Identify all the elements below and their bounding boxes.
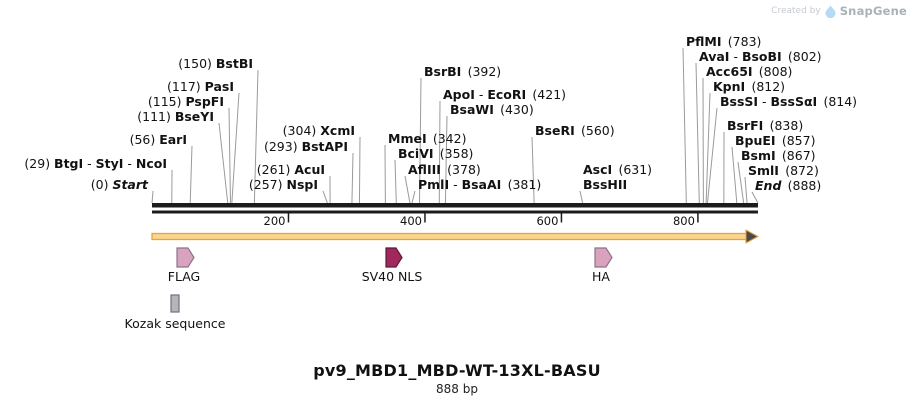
- site-connector-line: [705, 92, 711, 204]
- site-connector-line: [682, 47, 687, 204]
- enzyme-site-label: (261) AcuI: [257, 162, 325, 177]
- enzyme-site-label: BsaWI (430): [450, 102, 534, 117]
- site-connector-line: [322, 190, 328, 204]
- feature-box: [170, 294, 180, 313]
- enzyme-site-label: (0) Start: [91, 177, 149, 192]
- site-connector-line: [394, 159, 397, 204]
- site-connector-line: [706, 107, 718, 204]
- plasmid-title: pv9_MBD1_MBD-WT-13XL-BASU: [313, 361, 601, 380]
- enzyme-site-label: BssSI - BssSαI (814): [720, 94, 857, 109]
- enzyme-site-label: SmlI (872): [748, 163, 819, 178]
- enzyme-site-label: PmlI - BsaAI (381): [418, 177, 541, 192]
- enzyme-site-label: (115) PspFI: [148, 94, 224, 109]
- watermark-created-by-label: Created by: [771, 6, 821, 16]
- enzyme-site-label: AflIII (378): [408, 162, 481, 177]
- watermark: Created by SnapGene: [771, 4, 907, 18]
- enzyme-site-label: AvaI - BsoBI (802): [699, 49, 822, 64]
- site-connector-line: [695, 62, 700, 204]
- enzyme-site-label: BsrFI (838): [727, 118, 803, 133]
- site-connector-line: [531, 136, 535, 204]
- enzyme-site-label: (111) BseYI: [137, 109, 214, 124]
- site-connector-line: [253, 69, 259, 204]
- enzyme-site-label: KpnI (812): [713, 79, 785, 94]
- enzyme-site-label: ApoI - EcoRI (421): [443, 87, 566, 102]
- sequence-map: (0) Start (29) BtgI - StyI - NcoI (56) Ear…: [24, 34, 857, 331]
- site-connector-line: [731, 146, 738, 204]
- enzyme-site-label: (304) XcmI: [283, 123, 355, 138]
- site-connector-line: [228, 107, 231, 204]
- feature-arrow: [176, 247, 195, 268]
- enzyme-site-label: (29) BtgI - StyI - NcoI: [24, 156, 167, 171]
- snapgene-logo-icon: [825, 5, 836, 18]
- site-connector-line: [419, 77, 422, 204]
- enzyme-site-label: BsmI (867): [741, 148, 816, 163]
- construct-arrowhead: [745, 229, 760, 244]
- watermark-brand-label: SnapGene: [839, 4, 907, 18]
- enzyme-site-label: BsrBI (392): [424, 64, 501, 79]
- site-connector-line: [151, 190, 154, 204]
- feature-arrow: [594, 247, 613, 268]
- enzyme-site-label: BssHII: [583, 177, 627, 192]
- site-connector-line: [444, 115, 448, 204]
- sequence-length-label: 888 bp: [436, 382, 478, 396]
- enzyme-site-label: BciVI (358): [398, 146, 473, 161]
- sequence-bar-top: [152, 203, 758, 208]
- site-connector-line: [351, 152, 354, 204]
- ruler-tick-label: 200: [264, 214, 286, 228]
- feature-label: FLAG: [168, 269, 200, 284]
- enzyme-site-label: End (888): [755, 178, 821, 193]
- site-connector-line: [411, 190, 416, 204]
- site-connector-line: [438, 100, 441, 204]
- site-connector-line: [751, 191, 759, 204]
- site-connector-line: [737, 161, 745, 204]
- ruler-tick-label: 800: [673, 214, 695, 228]
- enzyme-site-label: Acc65I (808): [706, 64, 792, 79]
- enzyme-site-label: AscI (631): [583, 162, 652, 177]
- site-connector-line: [189, 145, 193, 204]
- ruler-tick-label: 600: [536, 214, 558, 228]
- feature-label: HA: [592, 269, 610, 284]
- feature-arrow: [385, 247, 403, 268]
- site-connector-line: [218, 122, 229, 204]
- ruler-tick-label: 400: [400, 214, 422, 228]
- enzyme-site-label: (257) NspI: [249, 177, 318, 192]
- feature-label: Kozak sequence: [125, 316, 226, 331]
- site-connector-line: [404, 175, 411, 204]
- enzyme-site-label: MmeI (342): [388, 131, 466, 146]
- site-connector-line: [231, 92, 240, 204]
- enzyme-site-label: (150) BstBI: [178, 56, 253, 71]
- enzyme-site-label: (117) PasI: [167, 79, 234, 94]
- enzyme-site-label: PflMI (783): [686, 34, 761, 49]
- enzyme-site-label: BseRI (560): [535, 123, 615, 138]
- feature-label: SV40 NLS: [362, 269, 423, 284]
- construct-arrow-shaft: [151, 232, 748, 241]
- title-block: pv9_MBD1_MBD-WT-13XL-BASU 888 bp: [0, 361, 914, 396]
- site-connector-line: [744, 176, 748, 204]
- enzyme-site-label: BpuEI (857): [735, 133, 815, 148]
- sequence-bar-bottom: [152, 210, 758, 214]
- enzyme-site-label: (56) EarI: [130, 132, 187, 147]
- enzyme-site-label: (293) BstAPI: [264, 139, 348, 154]
- site-connector-line: [579, 190, 584, 204]
- site-connector-line: [358, 136, 361, 204]
